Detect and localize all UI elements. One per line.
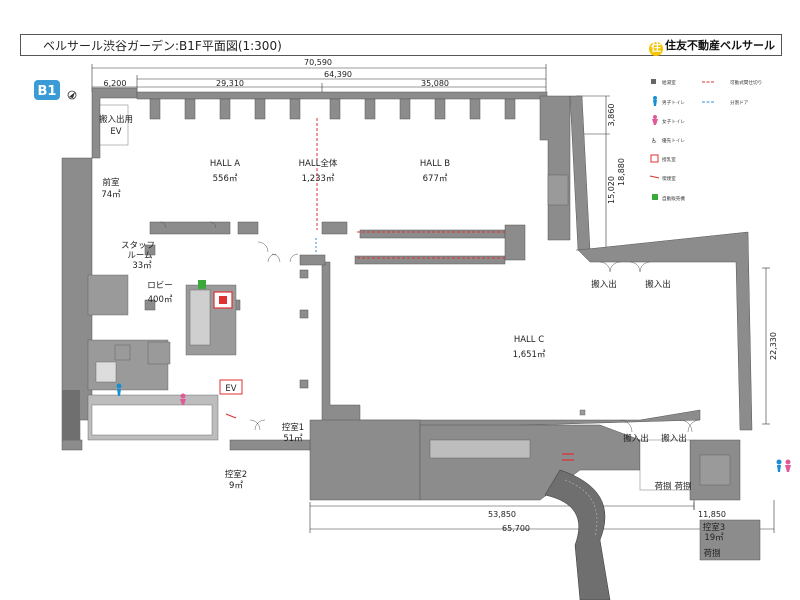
dimension-70590: 70,590 <box>304 58 332 67</box>
floor-badge-label: B1 <box>38 84 57 99</box>
door-swings <box>159 221 701 433</box>
smoking-room-icon <box>225 413 237 419</box>
legend-accessible: 優先トイレ <box>662 137 685 144</box>
ramp-structure <box>62 390 611 600</box>
legend-nursing: 授乳室 <box>662 156 676 163</box>
hikae1-name: 控室1 <box>282 422 304 433</box>
legend-nursing-icon <box>650 154 659 163</box>
staff-room-name-2: ルーム <box>127 251 152 261</box>
staff-room-name-1: スタッフ <box>121 241 155 251</box>
facility-icons <box>116 280 791 472</box>
hikae3-area: 19㎡ <box>704 533 724 543</box>
hall-a-name: HALL A <box>210 159 240 169</box>
vending-machine-icon <box>198 280 206 289</box>
hikae2-name: 控室2 <box>225 469 247 480</box>
dimension-22330: 22,330 <box>769 332 778 360</box>
legend-smoking: 喫煙室 <box>662 175 676 182</box>
staff-room-area: 33㎡ <box>132 261 152 271</box>
niatsukai-2: 荷捌 <box>674 481 691 492</box>
hall-a-area: 556㎡ <box>213 174 238 184</box>
dimension-53850: 53,850 <box>488 510 516 519</box>
hall-all-name: HALL全体 <box>299 158 338 169</box>
hannyushutsu-top-1: 搬入出 <box>591 279 617 290</box>
lobby-name: ロビー <box>147 281 173 291</box>
dimension-29310: 29,310 <box>216 79 244 88</box>
legend-kyutou: 給湯室 <box>662 79 676 86</box>
dimension-11850: 11,850 <box>698 510 726 519</box>
niatsukai-1: 荷捌 <box>654 481 671 492</box>
hall-c-name: HALL C <box>514 335 544 345</box>
women-toilet-icon <box>180 393 186 399</box>
dimension-18880: 18,880 <box>617 158 626 186</box>
legend-vending: 自動販売機 <box>662 195 685 202</box>
legend-accessible-icon: ♿ <box>651 137 657 145</box>
hannyu-ev-label: EV <box>110 127 121 137</box>
page-title: ベルサール渋谷ガーデン:B1F平面図(1:300) <box>43 39 282 53</box>
zenshitsu-name: 前室 <box>102 177 120 188</box>
brand-name: 住友不動産ベルサール <box>665 39 775 52</box>
hikae2-area: 9㎡ <box>229 481 243 491</box>
zenshitsu-area: 74㎡ <box>101 190 121 200</box>
hikae1-area: 51㎡ <box>283 434 303 444</box>
hannyushutsu-left: 搬入出 <box>623 433 649 444</box>
hannyushutsu-right: 搬入出 <box>661 433 687 444</box>
dimension-3860: 3,860 <box>607 104 616 127</box>
dimension-65700: 65,700 <box>502 524 530 533</box>
hall-b-name: HALL B <box>420 159 450 169</box>
hall-all-area: 1,233㎡ <box>302 174 335 184</box>
elevator-box <box>219 379 243 395</box>
brand-mark-icon: 住 <box>649 42 663 56</box>
hannyu-ev-name: 搬入出用 <box>99 114 133 125</box>
legend-women: 女子トイレ <box>662 118 685 125</box>
legend-door: 分割ドア <box>730 99 749 106</box>
dimension-35080: 35,080 <box>421 79 449 88</box>
lobby-area: 400㎡ <box>148 295 173 305</box>
toilet-pair-icon <box>776 459 782 465</box>
dimension-64390: 64,390 <box>324 70 352 79</box>
title-bar: ベルサール渋谷ガーデン:B1F平面図(1:300) 住住友不動産ベルサール <box>20 34 782 56</box>
north-compass-icon <box>67 90 77 100</box>
legend-women-icon <box>653 115 657 119</box>
elevator-label: EV <box>225 384 236 394</box>
dimension-6200: 6,200 <box>104 79 127 88</box>
hannyushutsu-top-2: 搬入出 <box>645 279 671 290</box>
hikae3-name: 控室3 <box>703 522 725 533</box>
legend-vending-icon <box>652 194 658 200</box>
legend-men: 男子トイレ <box>662 99 685 106</box>
niatsukai-3: 荷捌 <box>703 548 720 559</box>
legend: 給湯室 可動式間仕切り 男子トイレ 分割ドア 女子トイレ ♿ 優先トイレ 授乳室… <box>649 79 762 202</box>
hall-c-area: 1,651㎡ <box>513 350 546 360</box>
movable-partitions <box>315 118 505 259</box>
hall-b-area: 677㎡ <box>423 174 448 184</box>
interior-fixtures <box>87 104 731 491</box>
legend-smoking-icon <box>649 175 660 179</box>
brand-logo: 住住友不動産ベルサール <box>649 37 775 56</box>
dimension-15020: 15,020 <box>607 176 616 204</box>
legend-men-icon <box>653 96 657 100</box>
legend-partition: 可動式間仕切り <box>730 79 762 86</box>
legend-kyutou-icon <box>651 79 656 84</box>
men-toilet-icon <box>116 383 122 389</box>
floor-badge <box>34 80 60 100</box>
